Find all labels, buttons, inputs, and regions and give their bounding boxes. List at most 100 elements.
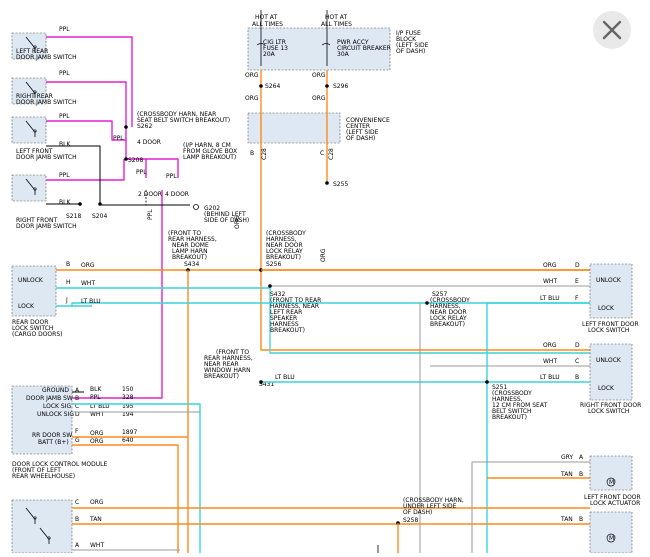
label-org-d: ORG — [312, 95, 326, 102]
relay-switch-1 — [25, 507, 35, 519]
label-c2: C — [575, 358, 579, 365]
label-ground: GROUND — [42, 387, 69, 394]
relay-switch-2 — [39, 527, 49, 539]
label-e1: E — [575, 278, 579, 285]
door-lock-control-module — [11, 385, 73, 455]
label-fr13: REAR HARNESS, — [204, 355, 253, 362]
label-xb4: LOCK RELAY — [266, 248, 303, 255]
label-fr3: NEAR DOME — [172, 242, 209, 249]
label-tan3: TAN — [560, 516, 573, 523]
label-lf1: LEFT FRONT — [16, 148, 53, 155]
label-conv4: OF DASH) — [346, 135, 375, 142]
rear-door-lock-switch — [11, 265, 57, 317]
label-fr16: BREAKOUT) — [204, 373, 239, 380]
label-cig1: CIG LTR — [263, 39, 286, 46]
ppl-lr — [46, 36, 133, 127]
org-feed-left — [260, 70, 590, 351]
label-hot1: HOT AT — [255, 14, 277, 21]
label-cb15: OF DASH) — [403, 509, 432, 516]
label-s218: S218 — [66, 213, 81, 220]
label-ltblu2: LT BLU — [540, 295, 560, 302]
door-lock-relay — [11, 499, 73, 554]
label-org-e: ORG — [81, 262, 95, 269]
label-iph1: (I/P HARN, 8 CM — [183, 142, 231, 149]
label-unlocksig: UNLOCK SIG — [37, 411, 74, 418]
wht-line — [56, 287, 590, 354]
label-unlock3: UNLOCK — [596, 357, 622, 364]
label-unlock1: UNLOCK — [18, 277, 44, 284]
label-rdl2: LOCK SWITCH — [12, 325, 53, 332]
label-rfl2: LOCK SWITCH — [588, 408, 629, 415]
label-lock1: LOCK — [18, 303, 35, 310]
switch-rr — [25, 81, 35, 93]
label-lfa2: LOCK ACTUATOR — [590, 500, 640, 507]
label-cb8: (CROSSBODY — [492, 390, 532, 397]
label-s258: S258 — [403, 517, 418, 524]
splice-s262 — [124, 125, 128, 129]
label-s432: S432 — [270, 291, 285, 298]
label-s434: S434 — [184, 261, 199, 268]
label-pB: B — [75, 395, 79, 402]
fuse-block — [247, 27, 391, 71]
label-ipf4: OF DASH) — [396, 48, 425, 55]
door-jamb-switch-rf — [11, 174, 47, 202]
label-cb5: NEAR DOOR — [430, 309, 467, 316]
label-rr1: RIGHT REAR — [16, 93, 53, 100]
label-cb1: (CROSSBODY HARN, NEAR — [137, 111, 216, 118]
label-conv2: CENTER — [346, 123, 370, 130]
label-unlock2: UNLOCK — [596, 277, 622, 284]
switch-lr — [25, 36, 35, 48]
label-lr2: DOOR JAMB SWITCH — [16, 54, 77, 61]
splice-dot — [325, 181, 329, 185]
label-cb12: BREAKOUT) — [492, 414, 527, 421]
label-lr1: LEFT REAR — [16, 48, 48, 55]
label-org-c: ORG — [245, 95, 259, 102]
ppl-to-module — [72, 190, 163, 399]
label-rr2: DOOR JAMB SWITCH — [16, 99, 77, 106]
label-cb4: HARNESS, — [430, 303, 461, 310]
label-lock2: LOCK — [598, 305, 615, 312]
label-n328: 328 — [122, 394, 134, 401]
label-n194: 194 — [122, 411, 134, 418]
label-s204: S204 — [92, 213, 107, 220]
label-blk1: BLK — [59, 141, 71, 148]
label-org-i: ORG — [90, 499, 104, 506]
label-pB2: B — [579, 471, 583, 478]
label-ltblu1: LT BLU — [81, 298, 101, 305]
ground-g202 — [193, 204, 199, 210]
close-button[interactable] — [593, 11, 631, 49]
label-pwr2: CIRCUIT BREAKER — [337, 45, 391, 52]
label-d2: D — [575, 342, 580, 349]
label-lock3: LOCK — [598, 385, 615, 392]
label-s208: S208 — [128, 157, 143, 164]
label-fr14: NEAR REAR — [204, 361, 239, 368]
label-hot2: HOT AT — [325, 14, 347, 21]
label-pwr1: PWR ACCY — [337, 39, 369, 46]
label-ipf1: I/P FUSE — [396, 30, 421, 37]
label-rdl1: REAR DOOR — [12, 319, 48, 326]
label-lfl2: LOCK SWITCH — [588, 327, 629, 334]
label-fr7: HARNESS, NEAR — [270, 303, 319, 310]
label-b1: B — [250, 150, 254, 157]
label-s256: S256 — [266, 261, 281, 268]
ppl-rr — [46, 81, 127, 127]
label-tan2: TAN — [89, 516, 102, 523]
splice-s257 — [425, 301, 429, 305]
label-org-g: ORG — [543, 262, 557, 269]
motor-symbol-1 — [606, 477, 616, 487]
label-worg1: ORG — [90, 430, 104, 437]
label-b2: B — [66, 261, 70, 268]
label-cb7: BREAKOUT) — [430, 321, 465, 328]
door-jamb-switch-lr — [11, 32, 47, 60]
label-c1: C — [320, 150, 324, 157]
label-wht4: WHT — [90, 542, 104, 549]
label-door4a: 4 DOOR — [137, 139, 161, 146]
label-pC2: C — [75, 499, 79, 506]
splice-dot — [325, 84, 329, 88]
motor-symbol-2 — [606, 533, 616, 543]
label-lfa1: LEFT FRONT DOOR — [584, 494, 641, 501]
label-org-b: ORG — [312, 72, 326, 79]
label-ppl8: PPL — [147, 209, 154, 220]
label-cig2: FUSE 13 — [263, 45, 288, 52]
